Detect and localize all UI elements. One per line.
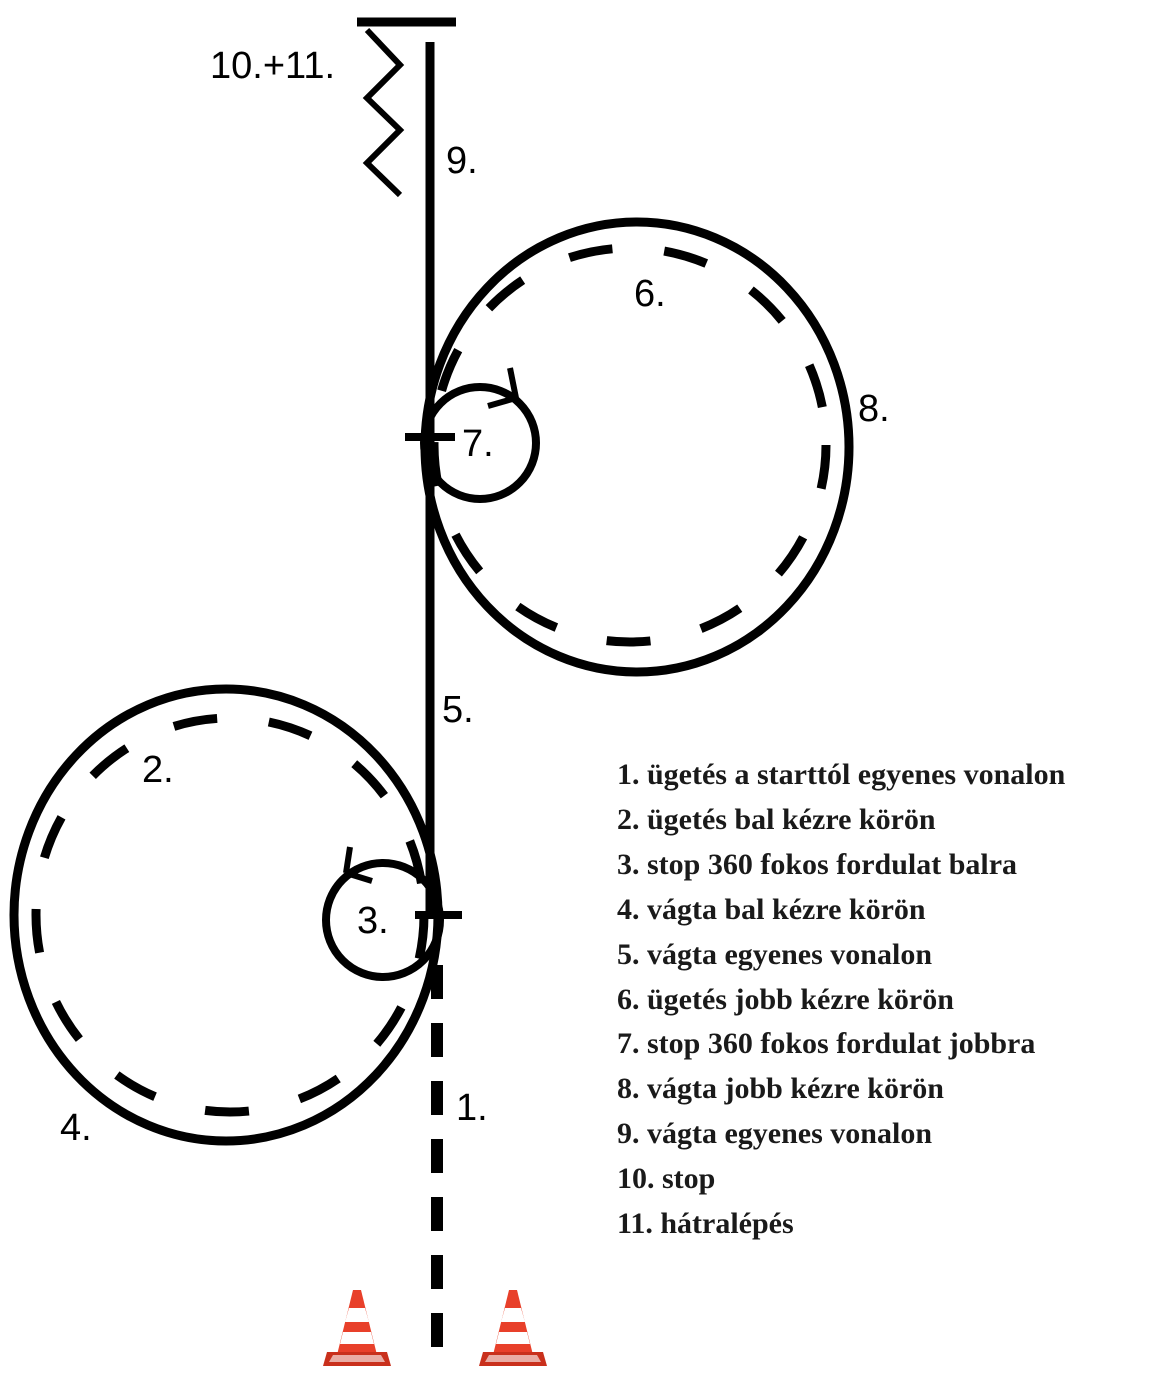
legend-item: 9. vágta egyenes vonalon (617, 1112, 1065, 1157)
legend-item: 4. vágta bal kézre körön (617, 888, 1065, 933)
label-9: 9. (446, 140, 478, 182)
turn-arrow-7b (488, 398, 516, 406)
label-1: 1. (456, 1087, 488, 1129)
label-6: 6. (634, 273, 666, 315)
traffic-cone-icon (323, 1290, 391, 1366)
legend-item: 8. vágta jobb kézre körön (617, 1067, 1065, 1112)
legend-item: 11. hátralépés (617, 1202, 1065, 1247)
legend-item: 6. ügetés jobb kézre körön (617, 978, 1065, 1023)
zigzag-backup-path (367, 30, 400, 195)
turn-arrow-3b (346, 873, 372, 881)
label-2: 2. (142, 749, 174, 791)
legend-item: 5. vágta egyenes vonalon (617, 933, 1065, 978)
label-7: 7. (462, 423, 494, 465)
legend-item: 1. ügetés a starttól egyenes vonalon (617, 753, 1065, 798)
label-3: 3. (357, 900, 389, 942)
legend-list: 1. ügetés a starttól egyenes vonalon 2. … (617, 753, 1065, 1247)
legend-item: 3. stop 360 fokos fordulat balra (617, 843, 1065, 888)
turn-arrow-3 (346, 847, 350, 873)
label-8: 8. (858, 388, 890, 430)
traffic-cone-icon (479, 1290, 547, 1366)
legend-item: 2. ügetés bal kézre körön (617, 798, 1065, 843)
label-5: 5. (442, 689, 474, 731)
label-4: 4. (60, 1107, 92, 1149)
label-10-11: 10.+11. (210, 45, 335, 87)
legend-item: 10. stop (617, 1157, 1065, 1202)
legend-item: 7. stop 360 fokos fordulat jobbra (617, 1022, 1065, 1067)
